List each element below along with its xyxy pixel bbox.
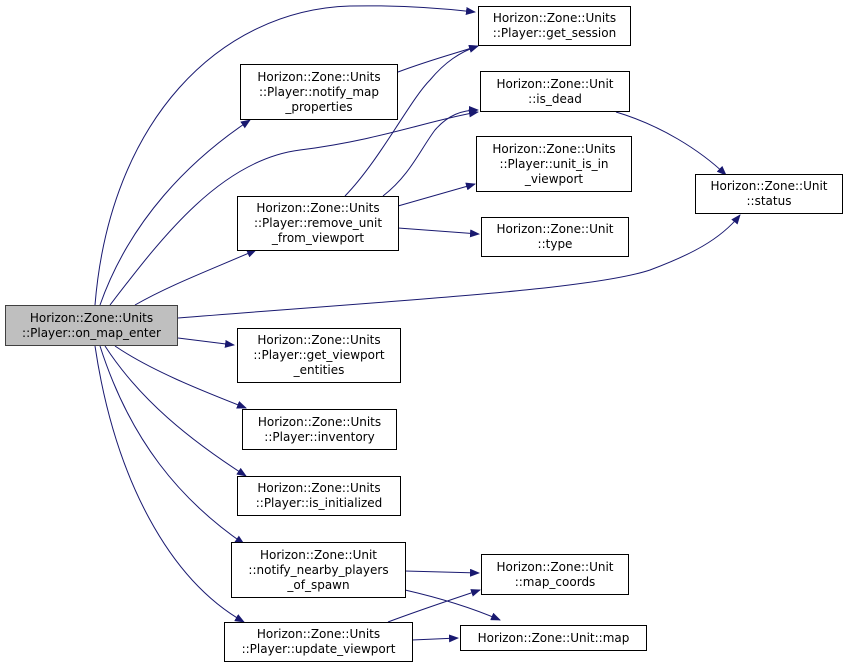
node-label-line: _of_spawn [287, 577, 350, 592]
edge-on-map-enter-to-remove-unit [134, 249, 257, 306]
node-label-line: Horizon::Zone::Units [257, 333, 381, 347]
node-label-line: ::Player::notify_map [258, 84, 380, 99]
node-label-line: ::Player::inventory [264, 429, 375, 444]
node-is-dead[interactable]: Horizon::Zone::Unit::is_dead [480, 71, 630, 112]
node-label-line: Horizon::Zone::Unit [496, 559, 614, 574]
edge-on-map-enter-to-inventory [114, 345, 247, 409]
node-label-line: ::Player::is_initialized [255, 496, 383, 510]
edge-notify-map-properties-to-get-session [397, 44, 479, 73]
node-label-line: _from_viewport [271, 231, 365, 245]
node-type[interactable]: Horizon::Zone::Unit::type [481, 217, 629, 257]
edge-on-map-enter-to-notify-map-properties [99, 119, 251, 306]
node-on-map-enter[interactable]: Horizon::Zone::Units::Player::on_map_ent… [5, 305, 178, 346]
edge-remove-unit-to-unit-is-in-viewport [397, 182, 476, 207]
node-label-line: Horizon::Zone::Units [29, 310, 154, 325]
node-label-line: Horizon::Zone::Unit [710, 179, 828, 193]
edge-remove-unit-to-type [397, 227, 480, 238]
node-label-line: ::Player::on_map_enter [22, 325, 161, 340]
node-status[interactable]: Horizon::Zone::Unit::status [695, 174, 843, 214]
node-label-line: Horizon::Zone::Unit [259, 547, 378, 562]
node-update-viewport[interactable]: Horizon::Zone::Units::Player::update_vie… [224, 622, 413, 662]
node-inventory[interactable]: Horizon::Zone::Units::Player::inventory [242, 409, 397, 450]
node-label-line: ::type [537, 237, 573, 251]
node-label-line: Horizon::Zone::Units [256, 201, 380, 215]
node-unit-is-in-viewport[interactable]: Horizon::Zone::Units::Player::unit_is_in… [476, 136, 632, 192]
edge-on-map-enter-to-status [177, 214, 741, 319]
edge-notify-nearby-to-map [404, 589, 501, 621]
edge-on-map-enter-to-get-viewport-entities [177, 337, 235, 348]
node-label-line: Horizon::Zone::Unit::map [477, 630, 630, 645]
node-label-line: ::Player::remove_unit [253, 216, 383, 230]
node-label-line: ::status [746, 194, 792, 208]
node-label-line: Horizon::Zone::Units [257, 481, 381, 495]
node-get-viewport-entities[interactable]: Horizon::Zone::Units::Player::get_viewpo… [237, 328, 401, 383]
edge-is-dead-to-status [615, 111, 727, 176]
node-remove-unit-from-viewport[interactable]: Horizon::Zone::Units::Player::remove_uni… [237, 196, 399, 251]
edge-update-viewport-to-map-coords [387, 589, 481, 623]
node-label-line: Horizon::Zone::Units [257, 69, 381, 84]
node-label-line: ::Player::get_viewport [253, 348, 385, 362]
edge-on-map-enter-to-notify-nearby [99, 345, 245, 545]
node-label-line: ::Player::update_viewport [241, 642, 396, 656]
node-label-line: ::map_coords [514, 574, 596, 589]
node-label-line: ::notify_nearby_players [248, 562, 389, 577]
edge-update-viewport-to-map [411, 634, 459, 643]
node-map-coords[interactable]: Horizon::Zone::Unit::map_coords [481, 554, 629, 595]
node-notify-map-properties[interactable]: Horizon::Zone::Units::Player::notify_map… [240, 64, 398, 120]
node-label-line: ::Player::unit_is_in [499, 156, 609, 171]
node-label-line: Horizon::Zone::Unit [496, 76, 614, 91]
edge-on-map-enter-to-is-dead [109, 109, 479, 306]
node-label-line: Horizon::Zone::Units [256, 627, 381, 641]
node-label-line: Horizon::Zone::Units [492, 141, 616, 156]
node-is-initialized[interactable]: Horizon::Zone::Units::Player::is_initial… [237, 476, 401, 516]
node-label-line: ::is_dead [528, 91, 582, 106]
node-get-session[interactable]: Horizon::Zone::Units::Player::get_sessio… [478, 6, 631, 46]
node-label-line: _viewport [524, 171, 584, 186]
edge-remove-unit-to-get-session [344, 45, 479, 197]
node-label-line: _properties [285, 99, 353, 114]
node-label-line: Horizon::Zone::Units [492, 11, 617, 25]
node-notify-nearby-players-of-spawn[interactable]: Horizon::Zone::Unit::notify_nearby_playe… [231, 542, 406, 598]
node-label-line: Horizon::Zone::Units [257, 414, 382, 429]
edge-on-map-enter-to-get-session [94, 5, 476, 306]
edge-remove-unit-to-is-dead [382, 106, 479, 197]
node-label-line: _entities [293, 363, 345, 377]
node-label-line: ::Player::get_session [492, 26, 617, 40]
node-map[interactable]: Horizon::Zone::Unit::map [460, 625, 647, 651]
edge-notify-nearby-to-map-coords [404, 568, 480, 577]
node-label-line: Horizon::Zone::Unit [496, 222, 614, 236]
edge-on-map-enter-to-update-viewport [94, 345, 245, 623]
edge-on-map-enter-to-is-initialized [104, 345, 247, 477]
